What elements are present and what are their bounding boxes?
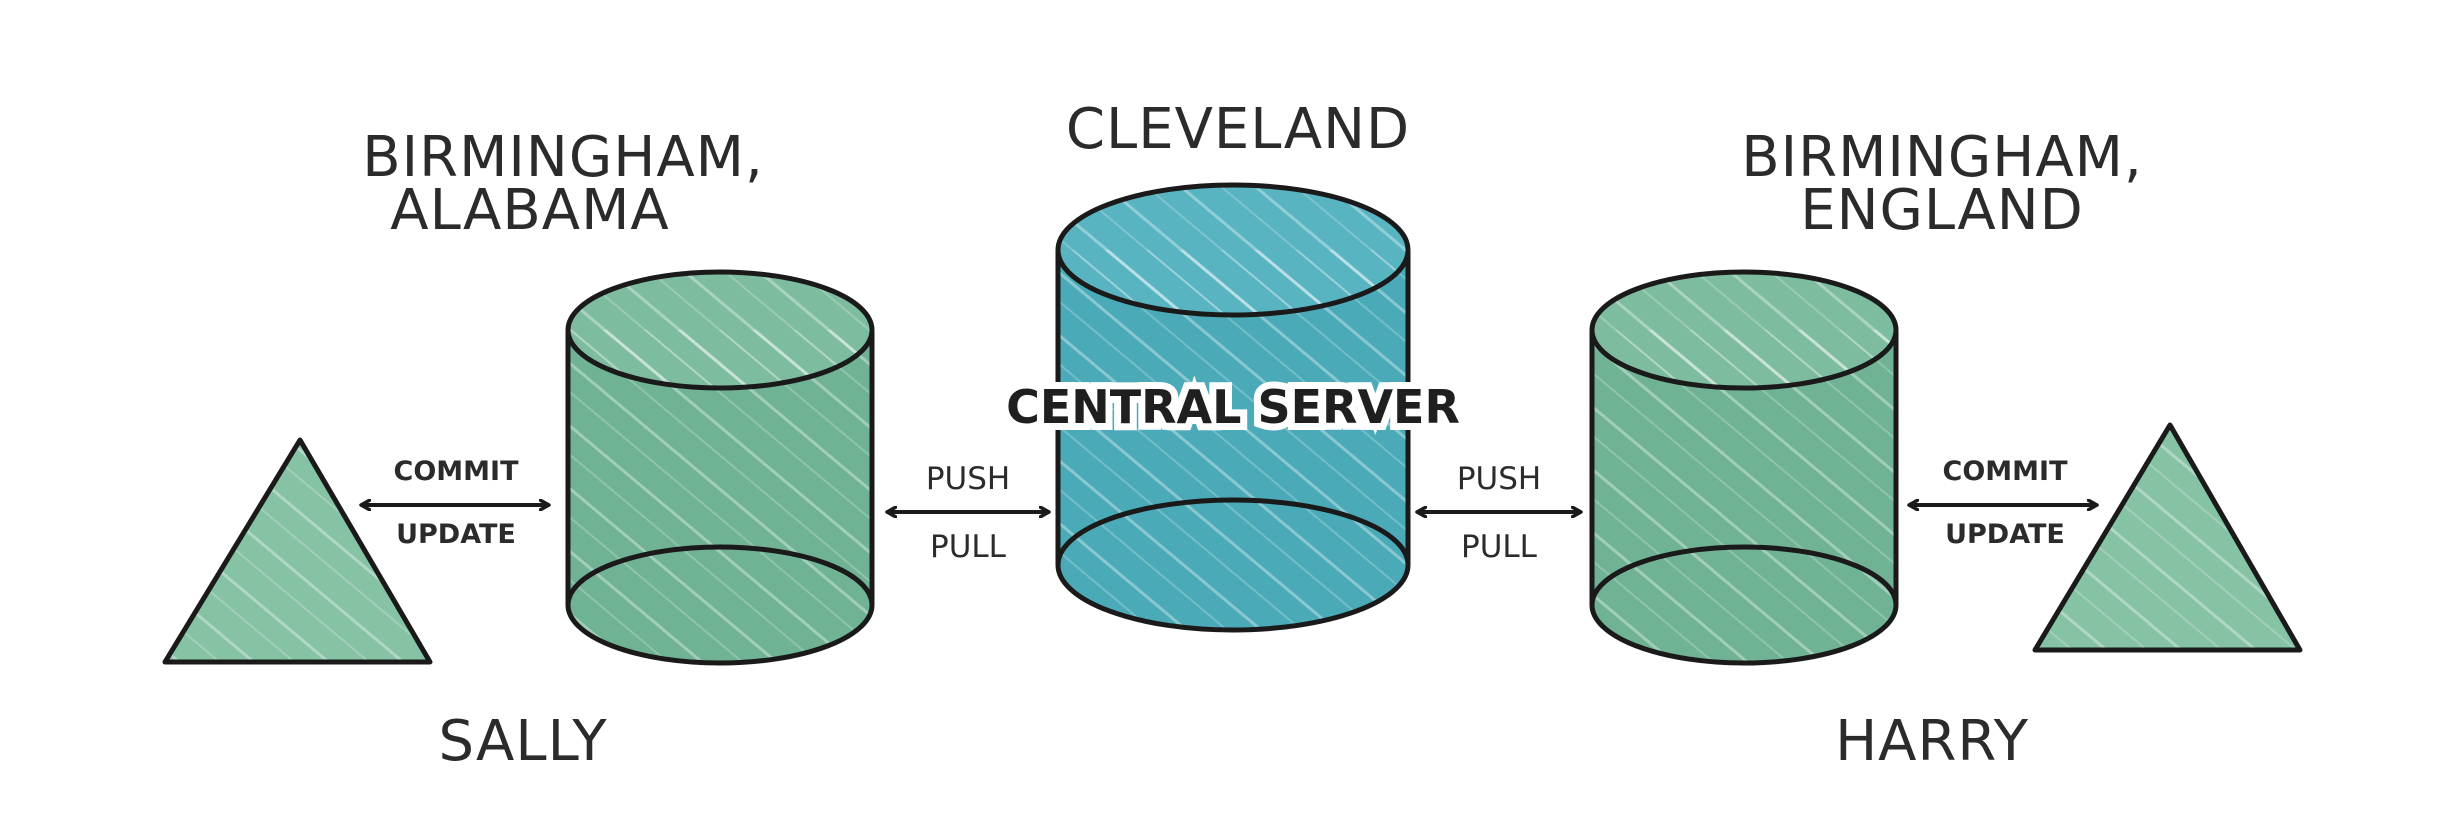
left-location-line2: ALABAMA bbox=[390, 178, 669, 243]
left-user-name: SALLY bbox=[438, 709, 607, 774]
left-pull-label: PULL bbox=[930, 529, 1007, 565]
right-location-line2: ENGLAND bbox=[1800, 178, 2083, 243]
central-server-label-halo: CENTRAL SERVER bbox=[1006, 380, 1460, 434]
right-update-label: UPDATE bbox=[1945, 519, 2065, 550]
right-user-name: HARRY bbox=[1835, 709, 2029, 774]
right-commit-label: COMMIT bbox=[1943, 456, 2069, 487]
left-repository-cylinder bbox=[565, 269, 875, 666]
sally-working-copy-triangle bbox=[162, 437, 433, 665]
left-push-label: PUSH bbox=[926, 461, 1010, 497]
server-location: CLEVELAND bbox=[1066, 97, 1410, 162]
right-push-label: PUSH bbox=[1457, 461, 1541, 497]
right-repository-cylinder bbox=[1589, 269, 1899, 666]
right-location-line1: BIRMINGHAM, bbox=[1741, 125, 2143, 190]
harry-working-copy-triangle bbox=[2032, 422, 2303, 653]
central-server-cylinder bbox=[1055, 182, 1411, 633]
left-commit-label: COMMIT bbox=[394, 456, 520, 487]
left-location-line1: BIRMINGHAM, bbox=[362, 125, 764, 190]
right-pull-label: PULL bbox=[1461, 529, 1538, 565]
central-server-label: CENTRAL SERVER bbox=[1006, 380, 1460, 434]
left-update-label: UPDATE bbox=[396, 519, 516, 550]
